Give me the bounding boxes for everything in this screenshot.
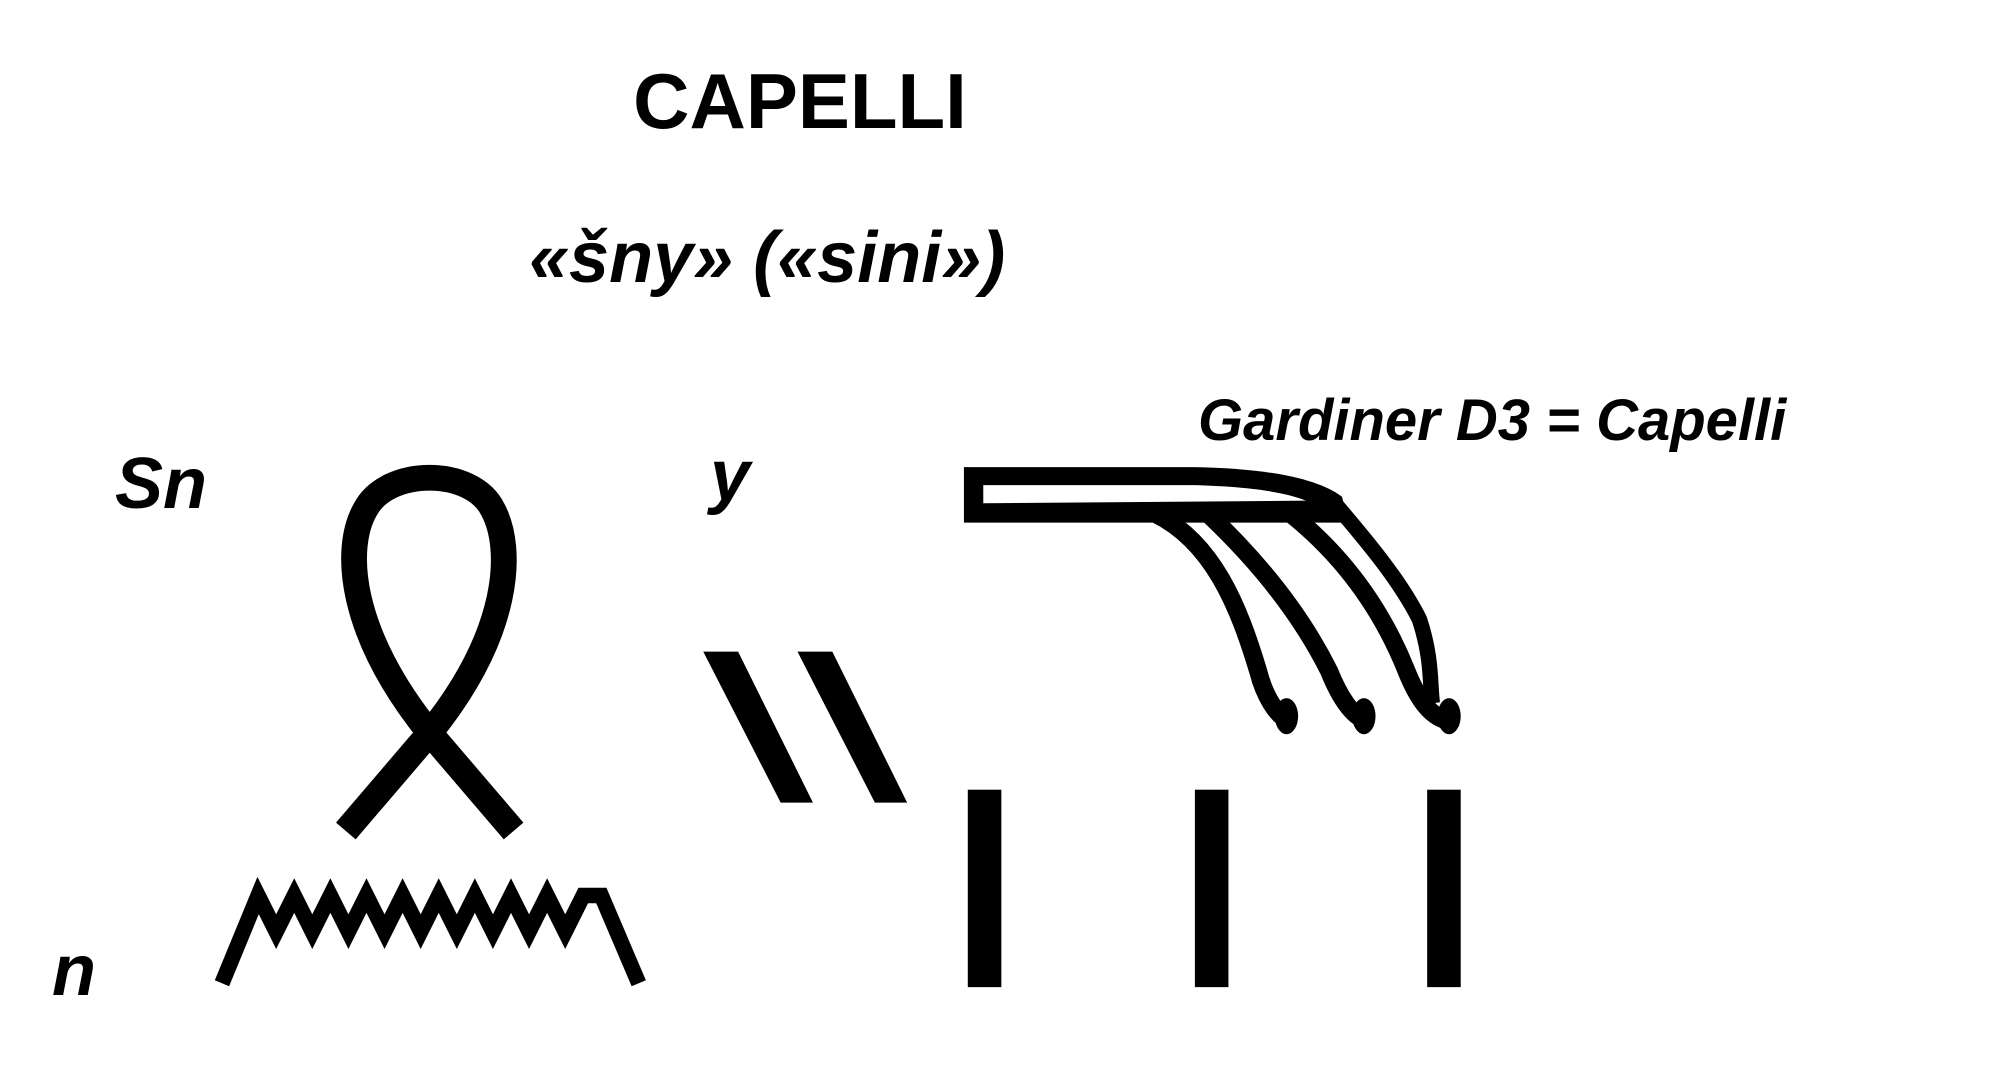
page-title: CAPELLI <box>633 57 967 145</box>
label-sn: Sn <box>115 444 208 524</box>
plural-stroke <box>1427 789 1461 988</box>
dual-stroke-glyph <box>797 651 908 803</box>
hair-glyph <box>963 467 1461 735</box>
transliteration: «šny» («sini») <box>529 218 1006 298</box>
shen-loop-glyph <box>336 464 524 840</box>
water-zigzag-glyph <box>214 876 646 987</box>
label-y: y <box>710 436 751 516</box>
label-n: n <box>52 931 96 1011</box>
plural-stroke <box>967 789 1002 988</box>
dual-stroke-glyph <box>703 651 813 803</box>
gardiner-note: Gardiner D3 = Capelli <box>1198 388 1787 453</box>
plural-stroke <box>1194 789 1229 988</box>
